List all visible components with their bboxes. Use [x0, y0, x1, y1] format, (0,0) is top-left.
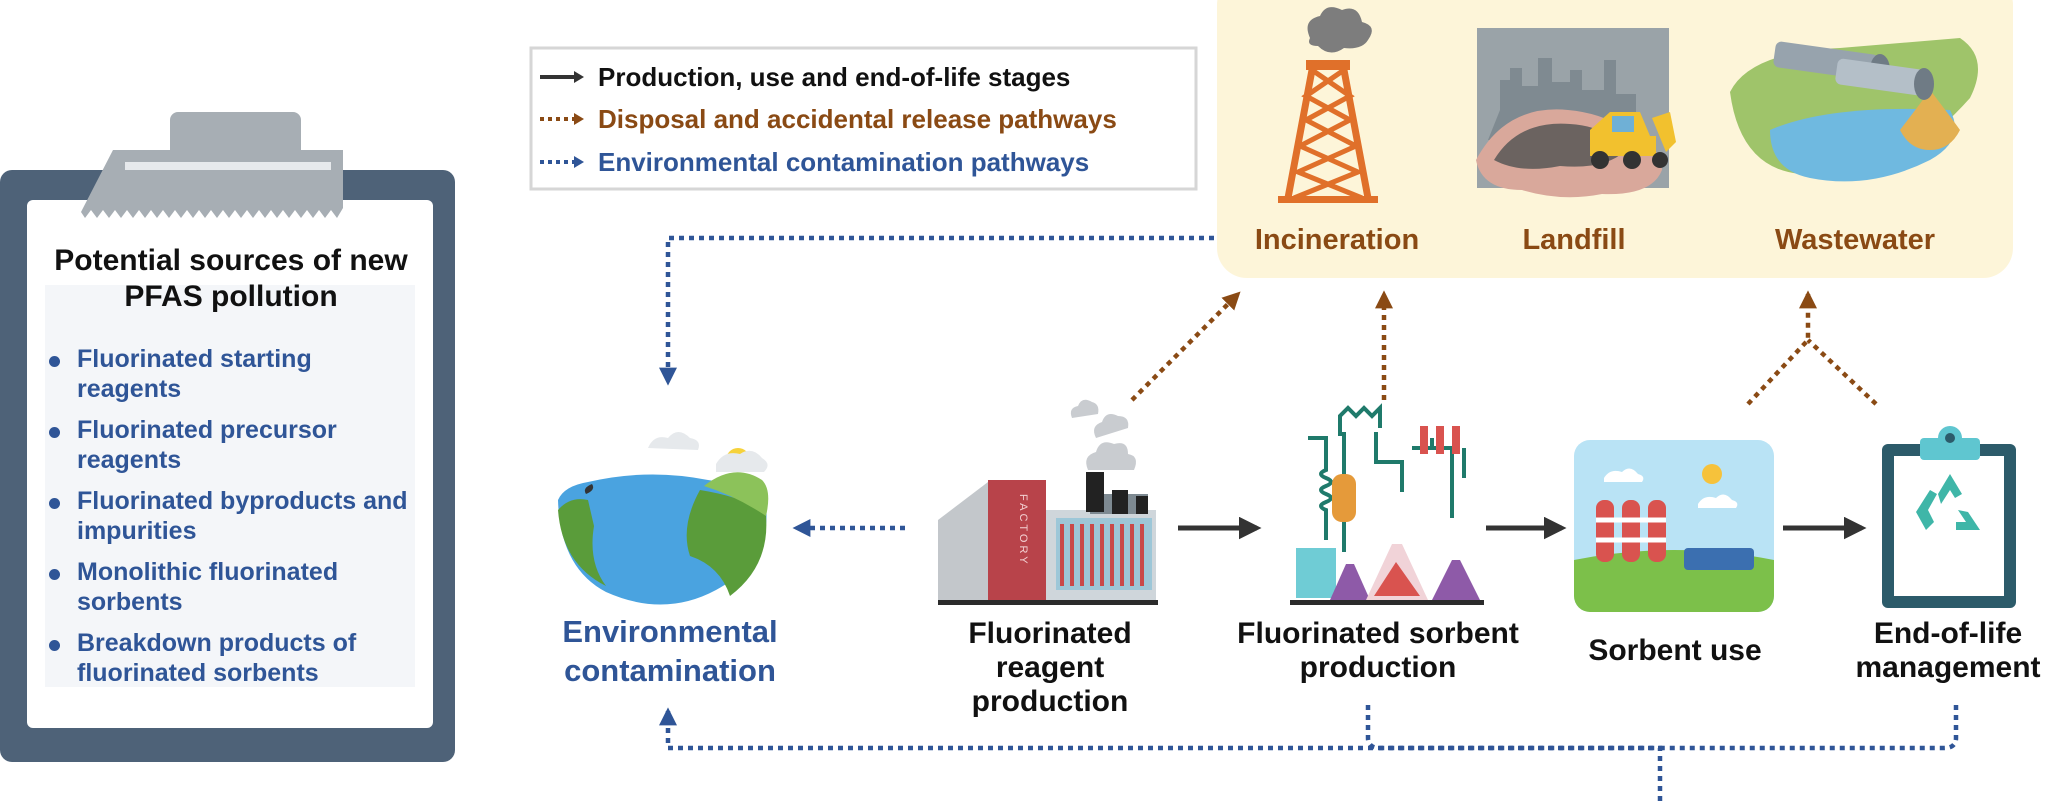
legend-label: Environmental contamination pathways — [598, 146, 1090, 177]
factory-icon: FACTORY — [938, 399, 1158, 605]
end-of-life-label: End-of-life management — [1855, 617, 2041, 684]
arrow-panel-to-environment — [659, 235, 1214, 386]
reagent-production-label: Fluorinated reagent production — [968, 617, 1132, 718]
incineration-label: Incineration — [1254, 224, 1420, 256]
list-item: Breakdown products of fluorinated sorben… — [40, 628, 410, 688]
arrow-bottom-loop-to-environment — [659, 707, 1663, 801]
legend-item-disposal: Disposal and accidental release pathways — [538, 99, 1117, 139]
sorbent-treatment-plant-icon — [1574, 440, 1774, 612]
list-item: Fluorinated precursor reagents — [40, 415, 410, 475]
wastewater-label: Wastewater — [1774, 224, 1936, 256]
clip-icon — [81, 112, 343, 218]
recycle-icon — [1916, 474, 1980, 530]
arrow-factory-to-incineration — [1130, 291, 1241, 402]
line-end-of-life-to-wastewater — [1806, 338, 1878, 406]
sorbent-production-label: Fluorinated sorbent production — [1237, 617, 1519, 684]
environmental-contamination-label: Environmental contamination — [562, 614, 778, 688]
wastewater-pipes-icon — [1730, 38, 1978, 182]
list-item: Fluorinated byproducts and impurities — [40, 486, 410, 546]
legend-item-environmental: Environmental contamination pathways — [538, 142, 1089, 182]
list-item: Monolithic fluorinated sorbents — [40, 557, 410, 617]
lab-glassware-icon — [1290, 403, 1484, 605]
clipboard-title: Potential sources of new PFAS pollution — [54, 244, 408, 313]
legend-box — [529, 46, 1198, 191]
clipboard-illustration — [0, 112, 455, 762]
list-item: Fluorinated starting reagents — [40, 344, 410, 404]
recycle-clipboard-icon — [1882, 426, 2016, 608]
sorbent-use-label: Sorbent use — [1588, 634, 1762, 667]
earth-environment-icon — [558, 432, 769, 605]
factory-sign-text: FACTORY — [1017, 494, 1029, 567]
legend-blue-dotted-arrow-icon — [540, 156, 584, 168]
legend-brown-dotted-arrow-icon — [540, 113, 584, 125]
legend-item-production: Production, use and end-of-life stages — [538, 57, 1070, 97]
legend-label: Production, use and end-of-life stages — [598, 61, 1071, 92]
legend-solid-arrow-icon — [540, 71, 584, 83]
legend-label: Disposal and accidental release pathways — [598, 103, 1117, 134]
arrow-use-to-wastewater — [1746, 290, 1817, 406]
landfill-icon — [1476, 28, 1676, 198]
line-end-of-life-to-loop — [1660, 705, 1959, 751]
bulldozer-icon — [1590, 112, 1676, 169]
landfill-label: Landfill — [1522, 224, 1626, 256]
line-sorbent-production-to-loop — [1365, 705, 1660, 751]
pollution-sources-list: Fluorinated starting reagents Fluorinate… — [40, 344, 410, 699]
incinerator-tower-icon — [1278, 7, 1378, 203]
